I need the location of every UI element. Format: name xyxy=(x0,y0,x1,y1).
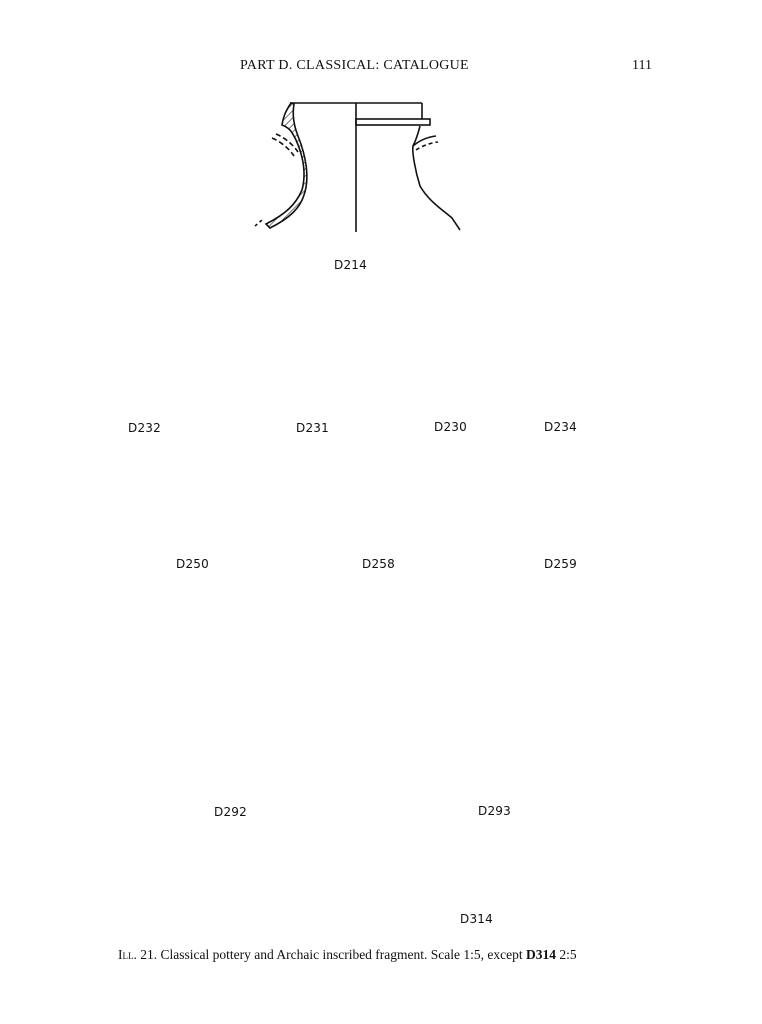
figure-label-d234: D234 xyxy=(544,420,577,434)
running-head: PART D. CLASSICAL: CATALOGUE xyxy=(240,58,469,73)
figure-label-d230: D230 xyxy=(434,420,467,434)
figure-label-d232: D232 xyxy=(128,421,161,435)
figure-label-d314: D314 xyxy=(460,912,493,926)
figure-d214-drawing xyxy=(254,102,461,232)
caption-text: 21. Classical pottery and Archaic inscri… xyxy=(136,947,526,962)
figure-label-d258: D258 xyxy=(362,557,395,571)
figure-label-d214: D214 xyxy=(334,258,367,272)
figure-label-d259: D259 xyxy=(544,557,577,571)
figure-label-d293: D293 xyxy=(478,804,511,818)
figure-label-d250: D250 xyxy=(176,557,209,571)
caption-bold-ref: D314 xyxy=(526,947,556,962)
caption-prefix: Ill. xyxy=(118,947,137,962)
caption-suffix: 2:5 xyxy=(556,947,577,962)
figure-label-d292: D292 xyxy=(214,805,247,819)
figure-label-d231: D231 xyxy=(296,421,329,435)
figure-caption: Ill. 21. Classical pottery and Archaic i… xyxy=(118,947,577,963)
page-number: 111 xyxy=(632,58,652,73)
